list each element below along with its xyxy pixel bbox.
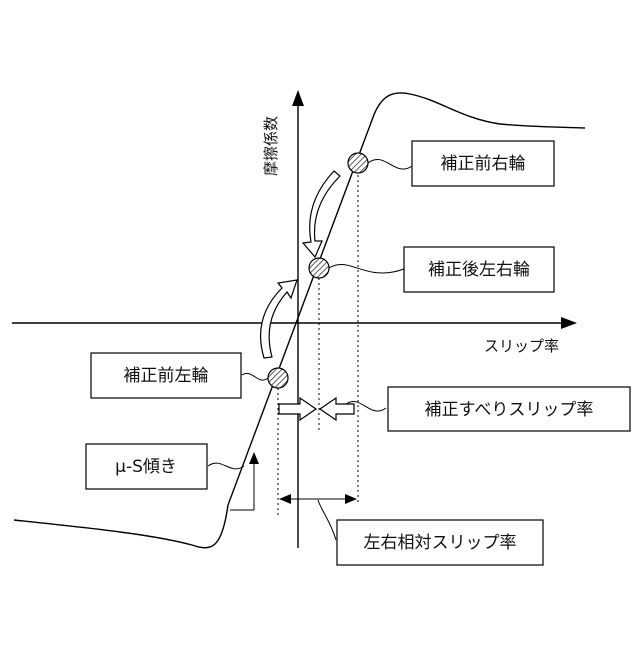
dimension-arrow-left — [279, 494, 291, 504]
arrow-left-hollow — [320, 398, 354, 420]
relative-slip-dimension — [279, 494, 357, 504]
label-before-right: 補正前右輪 — [412, 141, 554, 186]
y-axis-label: 摩擦係数 — [262, 116, 280, 176]
marker-before-right — [348, 153, 368, 173]
label-relative-slip: 左右相対スリップ率 — [337, 520, 543, 565]
leader-after — [329, 264, 404, 273]
label-corrected-slip: 補正すべりスリップ率 — [388, 387, 630, 431]
corrected-slip-arrows — [279, 398, 354, 420]
label-before-left-text: 補正前左輪 — [124, 366, 209, 386]
leader-mu-s — [208, 463, 244, 469]
label-relative-slip-text: 左右相対スリップ率 — [364, 533, 517, 553]
leader-relative — [318, 500, 336, 540]
leader-before-left — [242, 373, 268, 380]
curved-arrow-down — [303, 171, 340, 257]
leader-before-right — [368, 159, 412, 169]
label-mu-s-slope-text: μ-S傾き — [115, 457, 177, 477]
label-after-left-right-text: 補正後左右輪 — [428, 260, 530, 280]
label-corrected-slip-text: 補正すべりスリップ率 — [425, 400, 594, 420]
label-mu-s-slope: μ-S傾き — [86, 444, 207, 489]
label-before-left: 補正前左輪 — [91, 353, 241, 398]
marker-after-left-right — [309, 258, 329, 278]
x-axis: スリップ率 — [12, 317, 577, 355]
label-before-right-text: 補正前右輪 — [441, 154, 526, 174]
x-axis-label: スリップ率 — [484, 337, 559, 355]
y-axis-arrowhead — [292, 90, 304, 106]
label-after-left-right: 補正後左右輪 — [404, 247, 554, 292]
dimension-arrow-right — [345, 494, 357, 504]
curved-arrow-up — [261, 280, 297, 358]
x-axis-arrowhead — [561, 317, 577, 329]
slope-arrowhead — [249, 452, 259, 464]
marker-before-left — [268, 368, 288, 388]
